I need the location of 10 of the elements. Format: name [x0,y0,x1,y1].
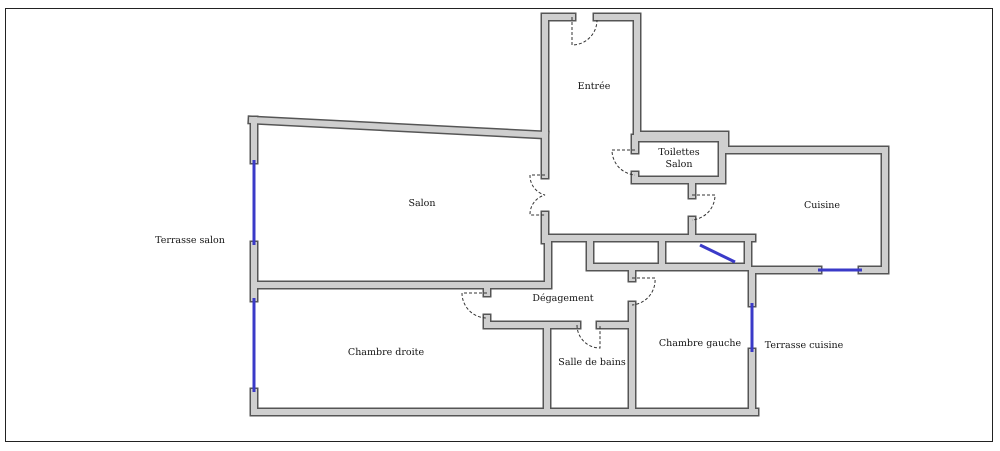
room-label: Terrasse salon [155,235,225,247]
room-label: Cuisine [804,200,840,212]
room-label: Chambre gauche [658,338,742,350]
room-label: Entrée [578,81,610,93]
room-label: Salle de bains [558,357,626,369]
room-label: Terrasse cuisine [764,340,844,352]
room-label: Toilettes Salon [657,147,701,171]
room-label: Dégagement [532,293,594,305]
room-label: Salon [408,198,436,210]
room-label: Chambre droite [348,347,424,359]
